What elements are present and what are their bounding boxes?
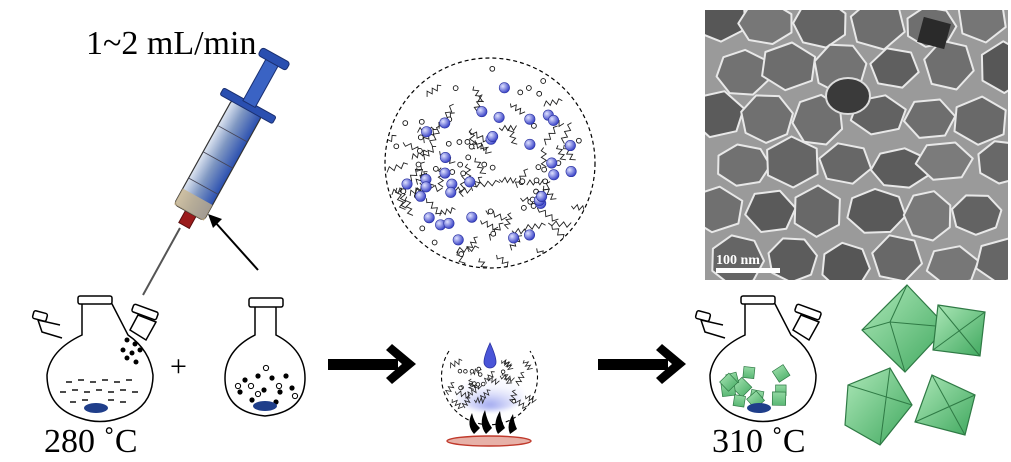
process-arrow-1-icon [328, 344, 416, 384]
particles-left-flask [120, 337, 143, 365]
octahedron-icon-4 [914, 374, 976, 436]
nucleation-circle [440, 342, 539, 426]
temp-start-label: 280 ˚C [44, 423, 138, 460]
dashes-left-flask [60, 379, 138, 403]
plus-sign: + [170, 350, 187, 383]
flow-rate-label: 1~2 mL/min [86, 25, 256, 62]
scale-bar-label: 100 nm [716, 253, 760, 268]
particles-round-flask [234, 364, 299, 405]
temp-end-label: 310 ˚C [712, 423, 806, 460]
octahedron-icon-2 [932, 304, 986, 357]
stir-bar-round [253, 401, 277, 411]
arrow-to-syringe-icon [208, 214, 259, 271]
octahedron-icon-1 [861, 284, 948, 373]
round-flask-icon [224, 297, 306, 417]
heater-icon [446, 410, 532, 447]
stir-bar-right [747, 403, 771, 413]
syringe-icon [142, 47, 290, 296]
stir-bar-left [84, 403, 108, 413]
micelle-zoom-circle [384, 57, 596, 269]
three-neck-flask-icon [31, 295, 159, 423]
octahedron-icon-3 [844, 367, 913, 446]
process-arrow-2-icon [598, 344, 686, 384]
tem-image: 100 nm [705, 10, 1008, 280]
